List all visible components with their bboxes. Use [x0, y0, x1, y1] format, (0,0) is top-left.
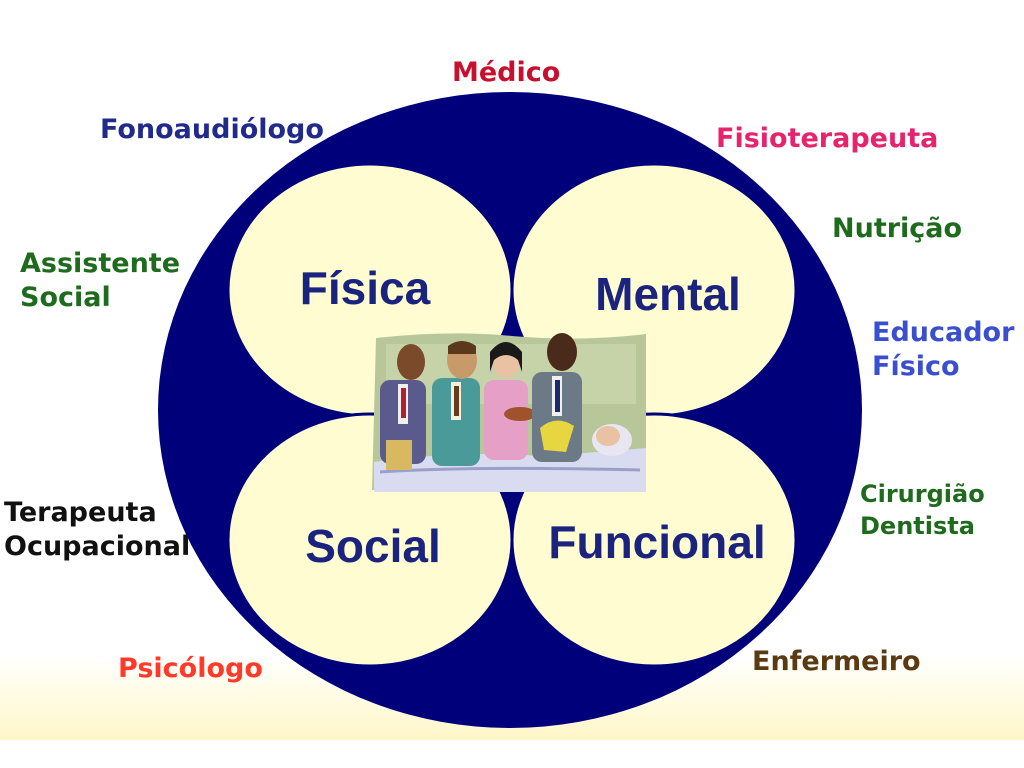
quadrant-label-funcional: Funcional	[548, 516, 765, 568]
professional-fonoaudiologo: Fonoaudiólogo	[100, 113, 324, 147]
professional-label-line2: Físico	[872, 351, 960, 382]
professional-fisioterapeuta: Fisioterapeuta	[716, 122, 938, 156]
quadrant-label-mental: Mental	[595, 268, 741, 320]
professional-label-line1: Assistente	[20, 248, 181, 279]
professional-label-line1: Terapeuta	[4, 497, 157, 528]
professional-label: Enfermeiro	[752, 646, 921, 677]
professional-label-line2: Dentista	[860, 512, 975, 540]
professional-label-line1: Educador	[872, 317, 1015, 348]
professional-label-line2: Ocupacional	[4, 531, 191, 562]
professional-cirurgiao-dentista: Cirurgião Dentista	[860, 478, 985, 542]
quadrant-label-social: Social	[305, 520, 441, 572]
professional-label: Fisioterapeuta	[716, 123, 939, 154]
professional-enfermeiro: Enfermeiro	[752, 645, 921, 679]
professional-label-line1: Cirurgião	[860, 480, 985, 508]
professional-label: Psicólogo	[118, 653, 263, 684]
professional-label: Fonoaudiólogo	[100, 114, 324, 145]
professional-medico: Médico	[452, 56, 560, 90]
professional-label: Médico	[452, 57, 561, 88]
quadrant-label-fisica: Física	[300, 262, 431, 314]
professional-psicologo: Psicólogo	[118, 652, 263, 686]
professional-nutricao: Nutrição	[832, 212, 962, 246]
professional-label-line2: Social	[20, 282, 111, 313]
professional-assistente-social: Assistente Social	[20, 247, 180, 315]
professional-educador-fisico: Educador Físico	[872, 316, 1014, 384]
professional-label: Nutrição	[832, 213, 963, 244]
professional-terapeuta-ocupacional: Terapeuta Ocupacional	[4, 496, 190, 564]
medical-team-illustration	[372, 333, 646, 492]
